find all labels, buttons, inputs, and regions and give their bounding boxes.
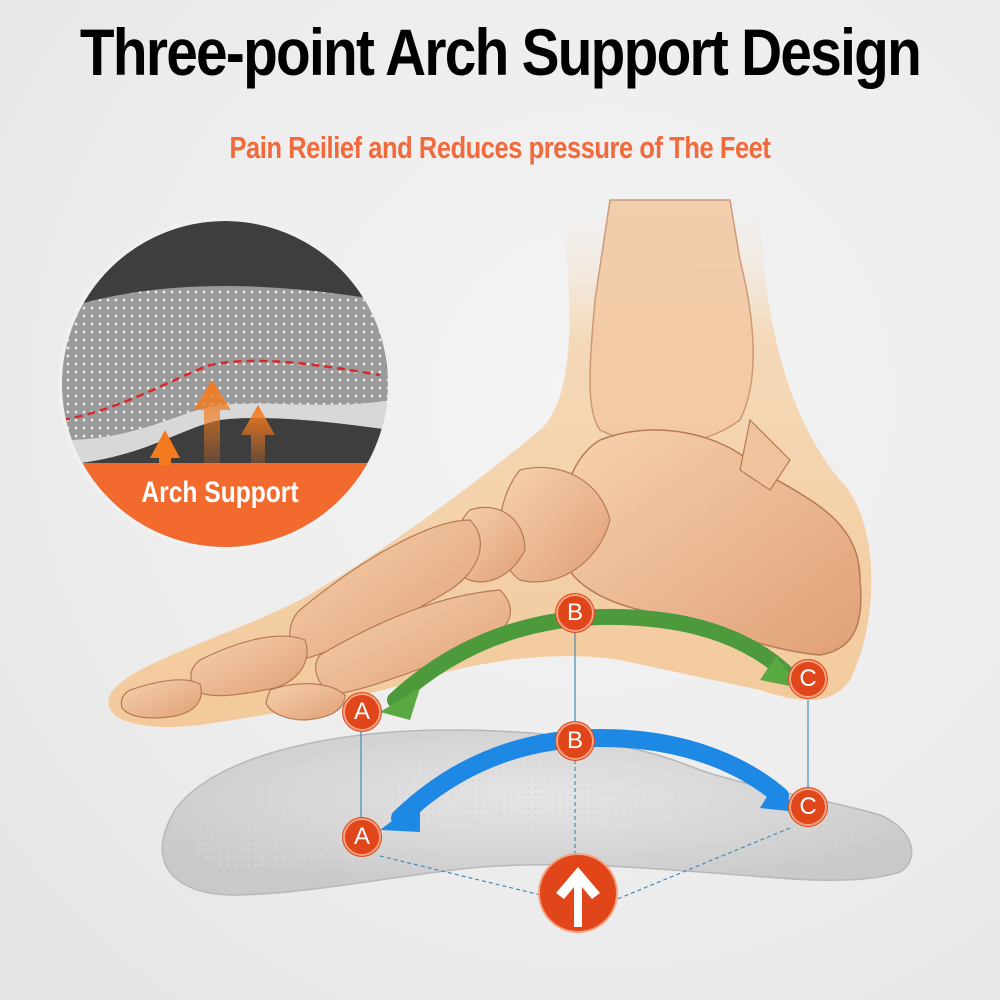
blue-arch-arrow: [380, 728, 798, 832]
up-arrows-icon: [150, 380, 275, 465]
foot-marker-c: C: [791, 662, 825, 696]
green-arch-arrow: [380, 608, 800, 720]
up-arrow-badge: [540, 855, 616, 931]
insole-marker-b: B: [558, 724, 592, 758]
insole-marker-c: C: [791, 790, 825, 824]
arch-support-label: Arch Support: [141, 476, 299, 509]
connector-lines: [360, 632, 809, 901]
foot-marker-b: B: [558, 596, 592, 630]
insole-marker-a: A: [345, 820, 379, 854]
foot-skeleton-illustration: [108, 199, 872, 727]
arrow-up-icon: [556, 867, 600, 927]
page-subtitle: Pain Reilief and Reduces pressure of The…: [229, 130, 771, 165]
page-title: Three-point Arch Support Design: [79, 15, 922, 89]
foot-marker-a: A: [345, 695, 379, 729]
